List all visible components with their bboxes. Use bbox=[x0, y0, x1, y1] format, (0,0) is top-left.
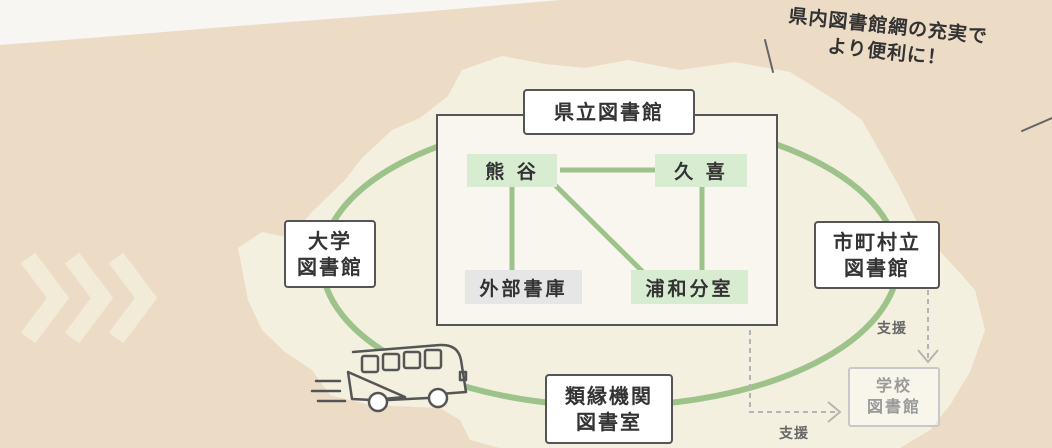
branch-external-storage-label: 外部書庫 bbox=[479, 277, 568, 300]
support-arrows bbox=[749, 290, 939, 423]
callout-marks-icon bbox=[764, 39, 1052, 132]
branch-connectors bbox=[509, 167, 705, 274]
bus-icon bbox=[310, 343, 468, 413]
university-library-line2: 図書館 bbox=[297, 255, 363, 279]
university-library-line1: 大学 bbox=[308, 229, 352, 253]
university-library-box: 大学 図書館 bbox=[284, 220, 376, 288]
school-library-box: 学校 図書館 bbox=[848, 367, 940, 427]
branch-kuki-label: 久 喜 bbox=[674, 161, 728, 183]
branch-urawa: 浦和分室 bbox=[631, 270, 748, 304]
municipal-library-box: 市町村立 図書館 bbox=[814, 221, 940, 289]
central-library-label: 県立図書館 bbox=[554, 100, 664, 124]
municipal-library-line1: 市町村立 bbox=[833, 230, 921, 254]
branch-external-storage: 外部書庫 bbox=[465, 270, 582, 304]
branch-kuki: 久 喜 bbox=[655, 154, 747, 187]
related-institutions-line2: 図書室 bbox=[576, 410, 642, 434]
branch-urawa-label: 浦和分室 bbox=[645, 277, 734, 300]
municipal-library-line2: 図書館 bbox=[844, 256, 910, 280]
related-institutions-box: 類縁機関 図書室 bbox=[545, 374, 673, 444]
branch-kumagaya: 熊 谷 bbox=[467, 154, 557, 187]
school-library-line2: 図書館 bbox=[866, 397, 921, 416]
chevron-arrows-icon bbox=[20, 252, 158, 344]
branch-kumagaya-label: 熊 谷 bbox=[485, 161, 539, 183]
support-label-central: 支援 bbox=[779, 426, 809, 442]
paper-strip bbox=[0, 0, 560, 45]
central-library-box: 県立図書館 bbox=[523, 89, 695, 135]
support-label-municipal: 支援 bbox=[877, 321, 907, 337]
related-institutions-line1: 類縁機関 bbox=[565, 384, 653, 408]
school-library-line1: 学校 bbox=[875, 376, 912, 396]
